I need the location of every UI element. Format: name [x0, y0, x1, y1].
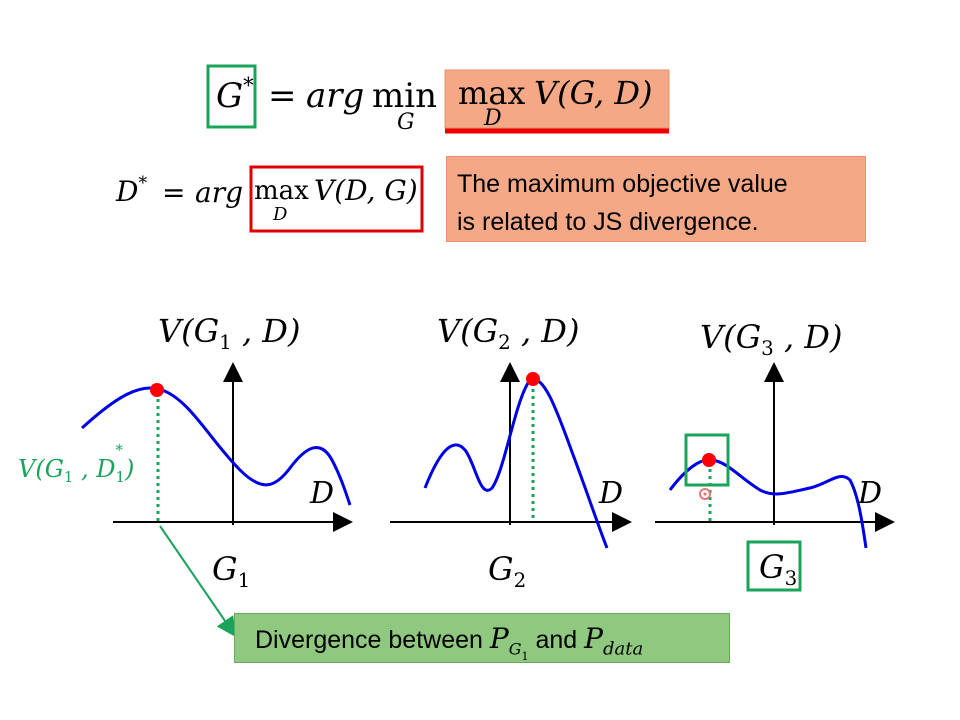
- equation-d-star: D*: [116, 174, 148, 209]
- plot-g3-max-highlight-box: [684, 433, 730, 487]
- cursor-indicator-dot-icon: [703, 492, 707, 496]
- equation-d-function: V(D, G): [314, 174, 418, 207]
- js-divergence-note-text: The maximum objective value is related t…: [457, 170, 788, 236]
- equation-g-min-subscript: G: [397, 110, 415, 135]
- g3-label-highlight-box: [746, 540, 802, 592]
- equation-d-max-subscript: D: [273, 204, 288, 225]
- plot-g2-title: V(G2 , D): [437, 312, 580, 354]
- equation-g-equals: =: [268, 76, 297, 116]
- plot-g1-max-value-label: V(G1 , D1*): [18, 441, 135, 487]
- plot-g3-x-axis-label: D: [858, 476, 883, 511]
- js-divergence-note: The maximum objective value is related t…: [446, 156, 866, 242]
- equation-d-arg: arg: [195, 176, 244, 209]
- g-star-symbol: G*: [216, 72, 254, 116]
- plot-g2-generator-label: G2: [488, 550, 527, 592]
- plot-g2-curve: [423, 377, 609, 549]
- plot-g3: [655, 362, 895, 592]
- max-v-g-d-highlight-box: [444, 69, 670, 129]
- divergence-pointer-arrow: [159, 525, 237, 638]
- divergence-note: Divergence between PG1 and Pdata: [234, 613, 730, 663]
- max-v-d-g-highlight-box: [249, 165, 424, 233]
- plot-g2-max-point: [526, 372, 540, 386]
- plot-g3-title: V(G3 , D): [700, 318, 843, 360]
- plot-g3-max-point: [702, 453, 716, 467]
- equation-g-max: max: [458, 74, 526, 112]
- plot-g1-generator-label: G1: [212, 550, 251, 592]
- equation-g-function: V(G, D): [534, 74, 653, 112]
- equation-g-star: G*: [216, 72, 254, 116]
- plot-g3-curve: [668, 458, 868, 549]
- cursor-indicator-icon: [699, 488, 711, 500]
- divergence-note-text: Divergence between PG1 and Pdata: [255, 622, 644, 664]
- equation-d-equals: =: [162, 176, 186, 209]
- g-star-highlight-box: [206, 64, 257, 129]
- plot-g2: [390, 362, 632, 549]
- equation-g-min: min: [372, 76, 438, 116]
- plot-g2-x-axis-label: D: [599, 476, 624, 511]
- equation-g-arg: arg: [306, 76, 365, 116]
- plot-g1: [80, 362, 353, 638]
- plot-g1-title: V(G1 , D): [158, 312, 301, 354]
- equation-g-max-subscript: D: [484, 106, 502, 131]
- plot-g1-max-point: [150, 383, 164, 397]
- equation-d-max: max: [254, 176, 309, 206]
- plot-g1-x-axis-label: D: [310, 476, 335, 511]
- plot-g3-generator-label: G3: [759, 548, 798, 590]
